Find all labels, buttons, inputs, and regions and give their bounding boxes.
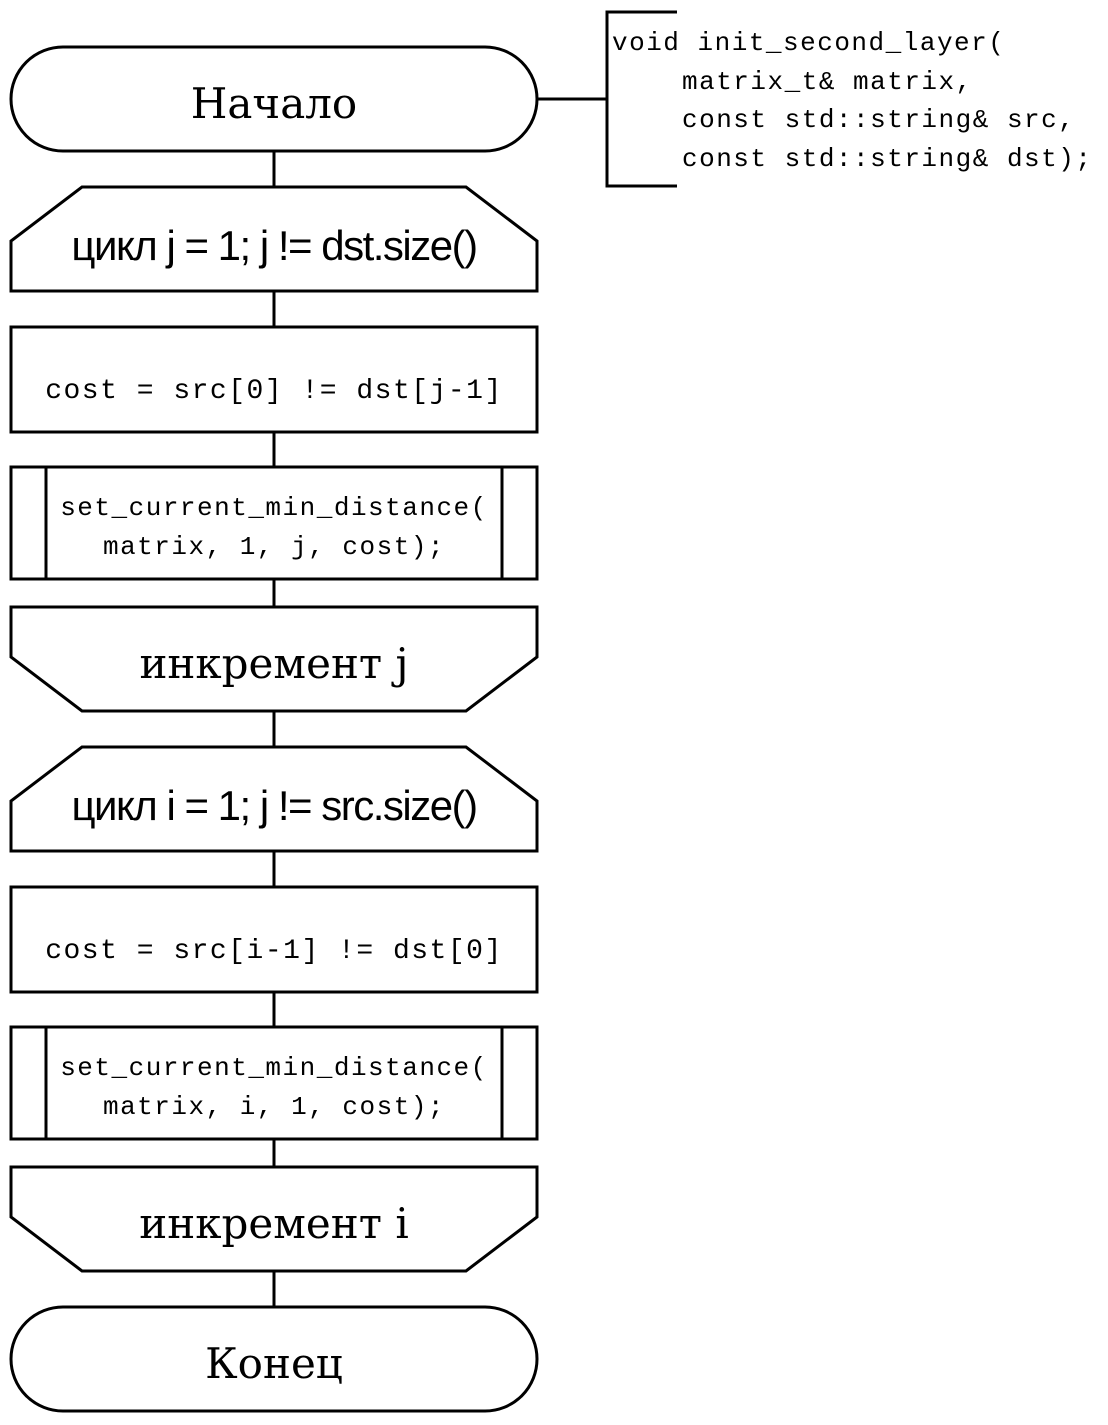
annotation-bracket [537,10,677,188]
annotation-line-1: void init_second_layer( [612,28,1005,58]
loop-i-end: инкремент i [9,1165,539,1273]
loop-j-end: инкремент j [9,605,539,713]
loop-i-footer-label: инкремент i [139,1199,409,1248]
annotation-line-3: const std::string& src, [682,105,1075,135]
subroutine-i-line-1: set_current_min_distance( [60,1053,488,1083]
subroutine-j: set_current_min_distance( matrix, 1, j, … [9,465,539,581]
process-j: cost = src[0] != dst[j-1] [9,325,539,434]
process-j-label: cost = src[0] != dst[j-1] [45,376,503,407]
start-label: Начало [191,79,357,128]
start-terminator: Начало [9,45,539,153]
subroutine-i: set_current_min_distance( matrix, i, 1, … [9,1025,539,1141]
process-i: cost = src[i-1] != dst[0] [9,885,539,994]
loop-j-header-label: цикл j = 1; j != dst.size() [71,222,476,269]
subroutine-j-line-1: set_current_min_distance( [60,493,488,523]
annotation-line-2: matrix_t& matrix, [682,67,973,97]
end-terminator: Конец [9,1305,539,1413]
annotation-line-4: const std::string& dst); [682,144,1092,174]
loop-i-start: цикл i = 1; j != src.size() [9,745,539,853]
loop-i-header-label: цикл i = 1; j != src.size() [71,782,476,829]
annotation-text: void init_second_layer( matrix_t& matrix… [612,28,1092,174]
end-label: Конец [205,1339,343,1388]
subroutine-j-line-2: matrix, 1, j, cost); [103,532,445,562]
subroutine-i-line-2: matrix, i, 1, cost); [103,1092,445,1122]
loop-j-footer-label: инкремент j [139,639,408,688]
process-i-label: cost = src[i-1] != dst[0] [45,936,503,967]
loop-j-start: цикл j = 1; j != dst.size() [9,185,539,293]
